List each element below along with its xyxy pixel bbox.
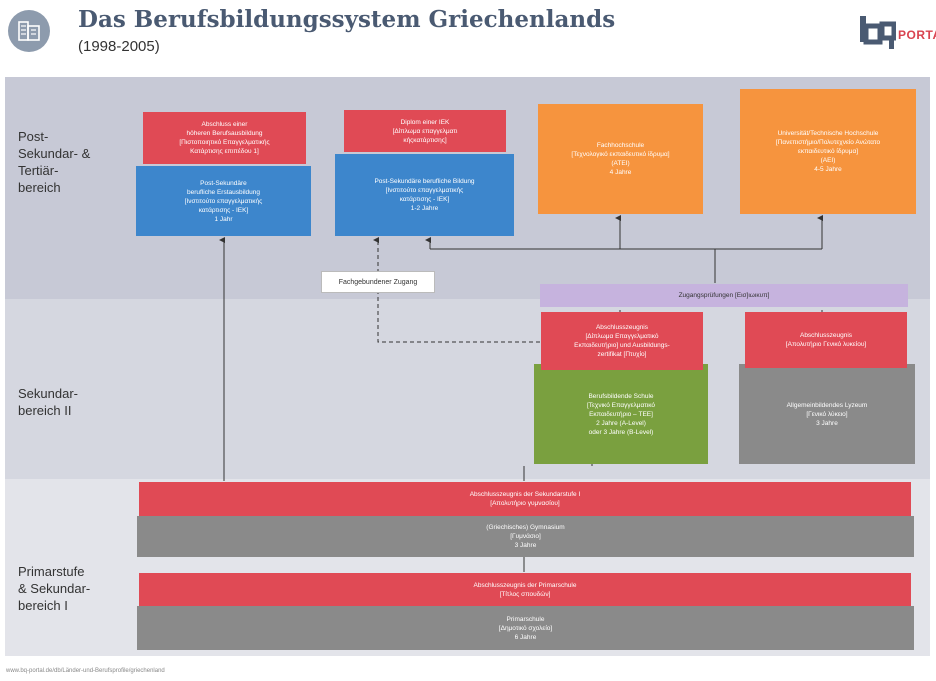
box-tee-certificate: Abschlusszeugnis [Δίπλωμα Επαγγελματικό … (541, 312, 703, 370)
level-label-secondary2: Sekundar- bereich II (18, 386, 78, 418)
brand-logo: PORTA (858, 14, 936, 54)
box-tei: Fachhochschule [Τεχνολογικό εκπαιδευτικό… (538, 104, 703, 214)
box-iek1-certificate: Abschluss einer höheren Berufsausbildung… (143, 112, 306, 164)
box-aei: Universität/Technische Hochschule [Πανεπ… (740, 89, 916, 214)
box-primary-certificate: Abschlusszeugnis der Primarschule [Τίτλο… (139, 573, 911, 606)
box-iek1: Post-Sekundäre berufliche Erstausbildung… (136, 166, 311, 236)
box-tee: Berufsbildende Schule [Τεχνικό Επαγγελμα… (534, 364, 708, 464)
box-iek2-certificate: Diplom einer IEK [Δίπλωμα επαγγελματι κή… (344, 110, 506, 152)
box-gymnasium: (Griechisches) Gymnasium [Γυμνάσιο] 3 Ja… (137, 516, 914, 557)
page-subtitle: (1998-2005) (78, 38, 160, 55)
brand-text: PORTA (898, 28, 936, 42)
box-lyceum-certificate: Abschlusszeugnis [Απολυτήριο Γενικό λυκε… (745, 312, 907, 368)
level-label-primary: Primarstufe & Sekundar- bereich I (18, 564, 91, 613)
bq-logo-icon (860, 16, 896, 49)
box-lyceum: Allgemeinbildendes Lyzeum [Γενικό λύκειο… (739, 364, 915, 464)
box-iek2: Post-Sekundäre berufliche Bildung [Ινστι… (335, 154, 514, 236)
level-label-tertiary: Post- Sekundar- & Tertiär- bereich (18, 129, 91, 195)
box-primary-school: Primarschule [Δημοτικό σχολείο] 6 Jahre (137, 606, 914, 650)
page-title: Das Berufsbildungssystem Griechenlands (78, 6, 616, 33)
building-grid-icon (8, 10, 50, 52)
box-fachgebundener-zugang: Fachgebundener Zugang (321, 271, 435, 293)
source-url: www.bq-portal.de/db/Länder-und-Berufspro… (6, 668, 165, 674)
box-gymnasium-certificate: Abschlusszeugnis der Sekundarstufe I [Απ… (139, 482, 911, 516)
box-zugangspruefungen: Zugangsprüfungen [Εισ]ιωικυπ] (540, 284, 908, 307)
